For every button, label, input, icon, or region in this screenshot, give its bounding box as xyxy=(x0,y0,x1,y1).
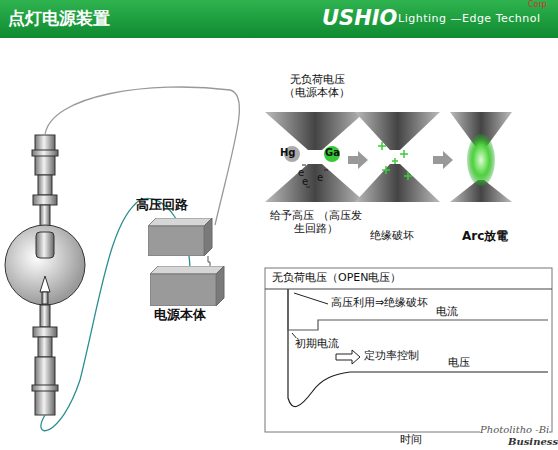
corp-text: Corp xyxy=(528,0,547,9)
chart-text: 高压利用⇒绝缘破坏 xyxy=(331,297,428,310)
page-title: 点灯电源装置 xyxy=(8,9,110,29)
electron-label: e xyxy=(317,172,323,184)
block-3d xyxy=(150,266,226,306)
step-label: 绝缘破坏 xyxy=(370,230,414,243)
footer-text: Photolitho -Bi xyxy=(480,424,549,436)
step-label: 无负荷电压 （电源本体） xyxy=(278,74,356,99)
voltage-curve xyxy=(288,289,548,407)
element-label: Ga xyxy=(325,147,340,159)
block-label: 高压回路 xyxy=(136,196,188,214)
block-3d xyxy=(148,218,214,256)
circuit-block: 电源本体 xyxy=(146,266,226,326)
arrow xyxy=(336,350,360,364)
chart-text: 初期电流 xyxy=(295,338,339,351)
step-arrow xyxy=(348,151,453,169)
spark xyxy=(378,142,412,180)
leader xyxy=(294,293,328,304)
open-voltage-line xyxy=(265,289,552,290)
step-label: Arc放電 xyxy=(462,230,508,244)
axis-label: 时间 xyxy=(400,434,422,447)
header-bar xyxy=(0,0,558,38)
step-label: 给予高压 （高压发生回路） xyxy=(268,210,364,235)
block-label: 电源本体 xyxy=(154,306,206,324)
footer-text: Business xyxy=(508,436,558,448)
current-curve xyxy=(288,289,548,330)
chart-text: 电流 xyxy=(436,306,458,319)
electrode-cones xyxy=(265,112,512,202)
chart-text: 定功率控制 xyxy=(364,350,419,363)
chart-frame xyxy=(265,268,552,432)
minus-sign xyxy=(302,165,328,187)
electron-label: e xyxy=(302,176,308,188)
chart-text: 电压 xyxy=(448,357,470,370)
brand-logo: USHIO xyxy=(322,6,397,30)
chart-text: 无负荷电压（OPEN电压） xyxy=(272,272,401,285)
wire xyxy=(45,87,239,225)
circuit-block: 高压回路 xyxy=(136,196,212,254)
lamp xyxy=(5,135,85,415)
brand-slogan: Lighting —Edge Technol xyxy=(398,13,541,26)
element-label: Hg xyxy=(280,147,296,159)
